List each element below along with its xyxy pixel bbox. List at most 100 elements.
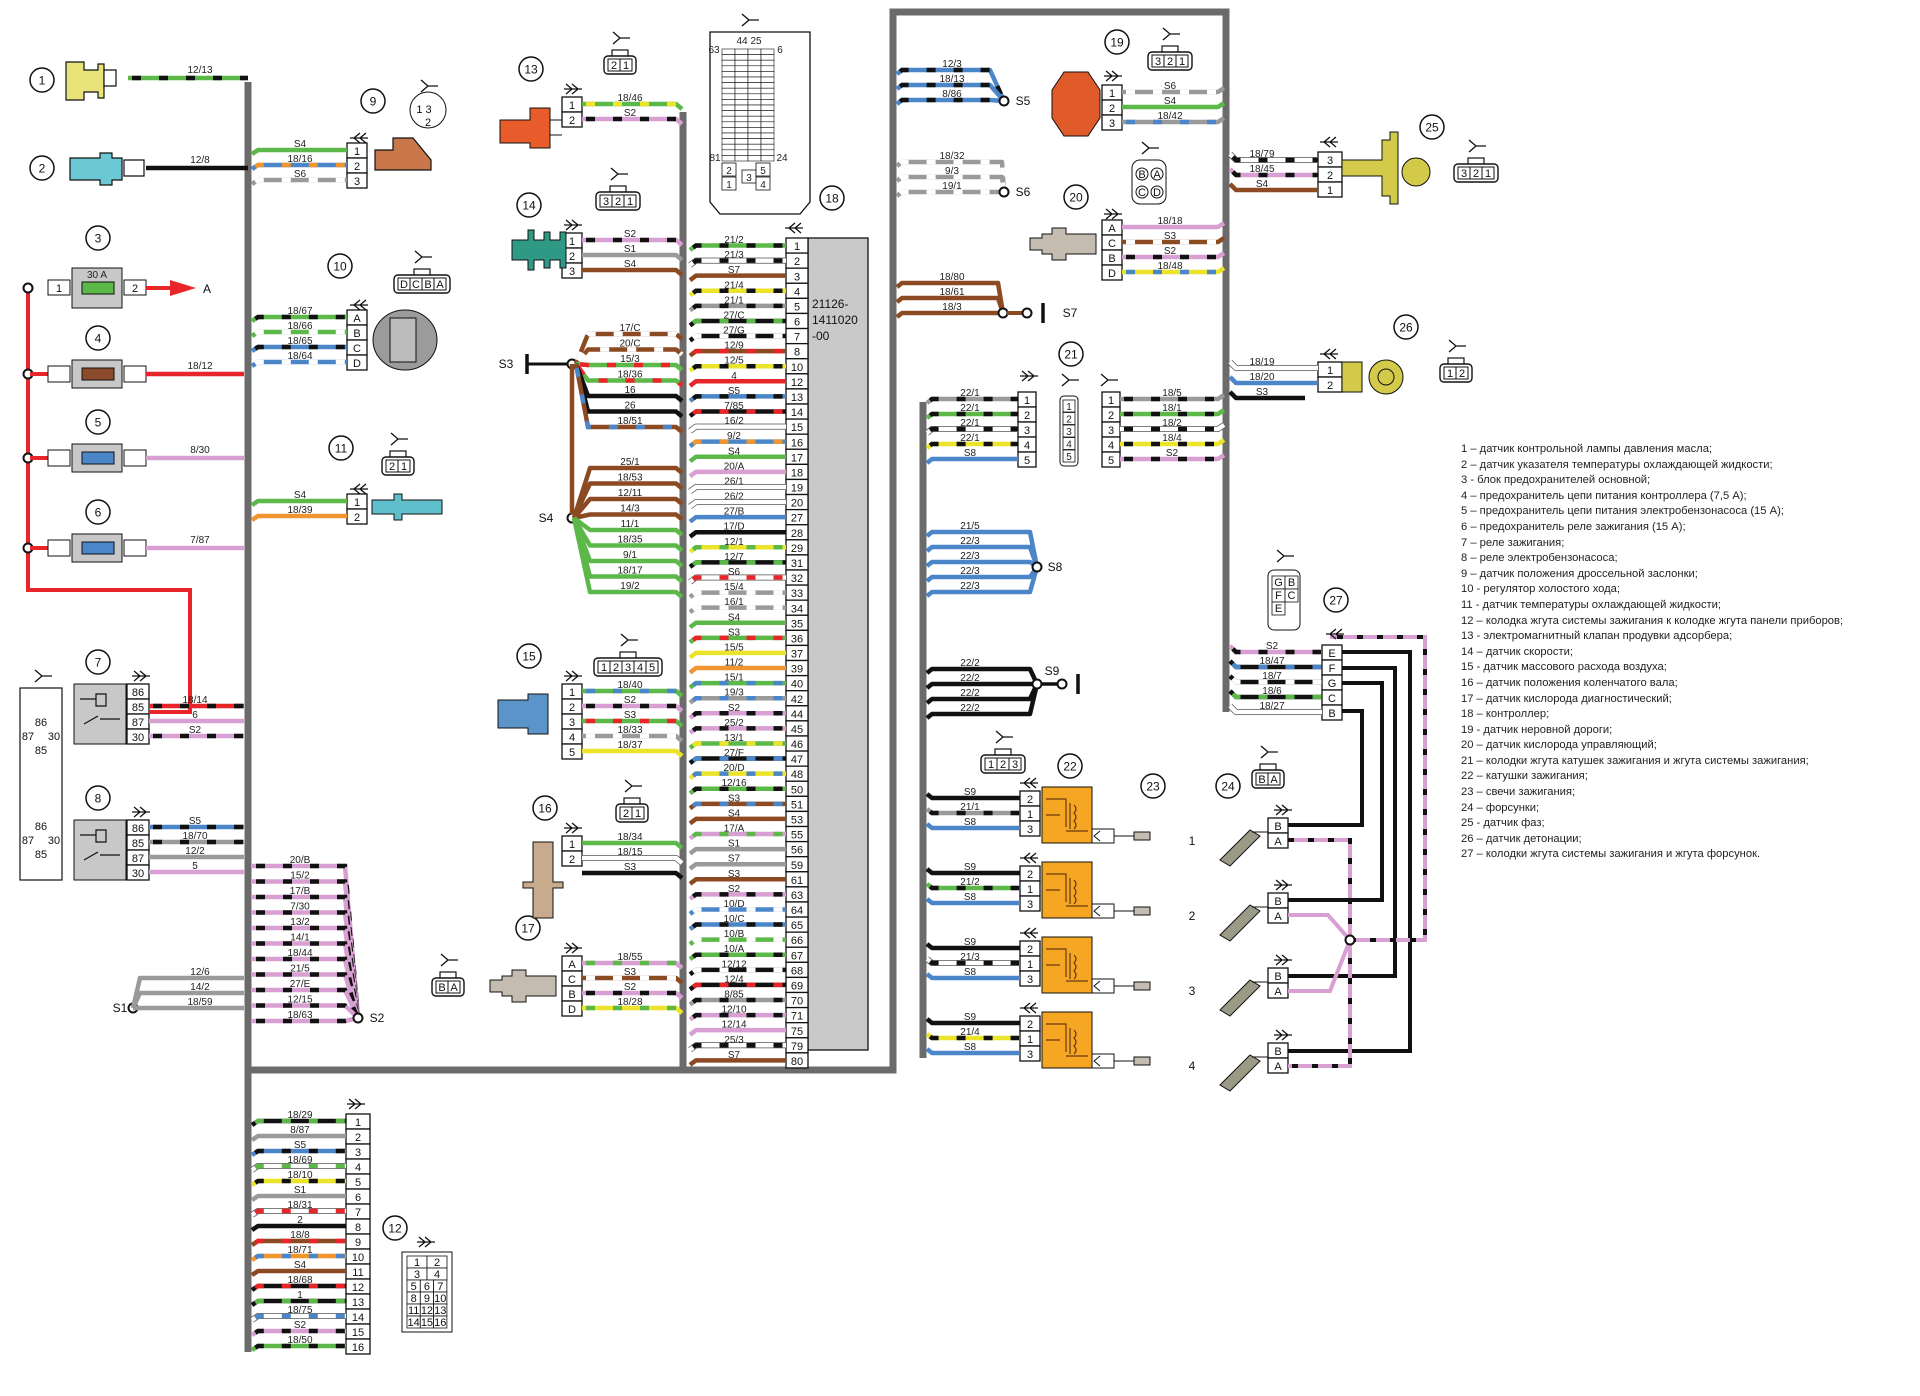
socket-cell-label: A — [1153, 169, 1161, 181]
socket-cell-label: 1 — [414, 1257, 420, 1269]
socket-cell — [734, 155, 749, 162]
knock-sensor-icon — [1368, 359, 1404, 395]
wire-core — [1228, 704, 1322, 714]
wire-label: 18/2 — [1162, 418, 1182, 429]
legend-item: 16 – датчик положения коленчатого вала; — [1461, 676, 1678, 689]
component-25-badge — [1419, 114, 1445, 140]
socket-cell — [747, 132, 762, 139]
component-26-badge-text: 26 — [1399, 321, 1413, 335]
wire-stripe — [688, 892, 786, 901]
wire-label: S9 — [964, 787, 977, 798]
maf-socket-cell-label: 3 — [625, 662, 631, 674]
ecu-pin-12-label: 12 — [791, 377, 803, 389]
connector-pin-label: 2 — [354, 512, 360, 524]
wire-stripe — [252, 879, 361, 1019]
socket-pin-label: 24 — [776, 153, 788, 164]
socket-cell — [721, 71, 736, 78]
connector-pin-label: D — [1108, 268, 1116, 280]
relay-socket-pin: 85 — [35, 849, 47, 861]
coil-wire — [925, 792, 1020, 801]
fuse-socket — [123, 365, 147, 383]
socket-cell-label: 16 — [434, 1317, 446, 1329]
wire-stripe — [688, 922, 786, 931]
connector-12-pin-label: 7 — [355, 1207, 361, 1219]
legend-item: 14 – датчик скорости; — [1461, 645, 1573, 658]
connector-arrow-icon — [1020, 927, 1038, 939]
socket-cell — [734, 93, 749, 100]
splice-s9-label: S9 — [1045, 664, 1060, 678]
wire-label: 18/51 — [617, 416, 642, 427]
component-17-badge-text: 17 — [521, 922, 535, 936]
connector-pin-label: D — [568, 1004, 576, 1016]
connector-arrow-icon — [350, 299, 368, 311]
connector-arrow-icon — [1104, 70, 1122, 82]
ecu-pin-7-label: 7 — [794, 332, 800, 344]
wire-label: 18/15 — [617, 847, 642, 858]
connector-pin-label: 1 — [569, 839, 575, 851]
splice-s5 — [998, 95, 1010, 107]
ecu-pin-46-label: 46 — [791, 739, 803, 751]
ecu-wire-label: 25/2 — [724, 718, 744, 729]
wire-label: S4 — [294, 1260, 307, 1271]
ecu-pin-80-label: 80 — [791, 1056, 803, 1068]
ecu-pin-29-label: 29 — [791, 543, 803, 555]
socket-cell-label: 3 — [1066, 427, 1072, 438]
connector-pin-label: A — [353, 313, 361, 325]
wire-stripe — [252, 925, 361, 1019]
crank-sensor-socket-cell-label: 2 — [623, 808, 629, 820]
socket-cell — [721, 87, 736, 95]
maf-socket-cell-label: 2 — [613, 662, 619, 674]
cylinder-number: 3 — [1189, 984, 1196, 998]
coil-wire — [925, 1047, 1020, 1056]
wire-stripe — [250, 1148, 346, 1157]
wire-label: S8 — [964, 448, 977, 459]
connector-27-pin-label: F — [1329, 663, 1336, 675]
ecu-wire-label: 26/1 — [724, 476, 744, 487]
connector-pin-label: 2 — [569, 702, 575, 714]
output-label-a: A — [203, 282, 211, 296]
connector-pin-label: 2 — [1327, 170, 1333, 182]
socket-cell — [747, 99, 762, 106]
o2-diag-socket-key-icon — [440, 953, 458, 967]
tps-socket — [409, 91, 447, 129]
wire-18/35 — [572, 516, 684, 553]
socket-cell-label: 5 — [1066, 452, 1072, 463]
socket-cell — [721, 59, 736, 67]
wire-stripe — [895, 174, 1007, 193]
coil-pin-label: 1 — [1027, 809, 1033, 821]
wire-label: 18/61 — [939, 287, 964, 298]
fuse-icon — [81, 367, 115, 381]
wire-core — [688, 424, 786, 433]
speed-sensor-socket-cell-label: 2 — [615, 196, 621, 208]
wire-label: S1 — [624, 244, 637, 255]
connector-arrow-icon — [1274, 804, 1292, 816]
wire-22/3 — [925, 566, 1040, 598]
wire-label: 12/6 — [190, 967, 210, 978]
ecu-wire-label: 12/5 — [724, 356, 744, 367]
wire-stripe — [688, 801, 786, 811]
socket-cell — [1062, 399, 1076, 413]
ecu-wire-label: 17/D — [723, 522, 744, 533]
wire-stripe — [688, 997, 786, 1007]
wire-stripe — [250, 162, 347, 171]
connector-21-left-pin-label: 2 — [1024, 410, 1030, 422]
socket-cell-label: 7 — [437, 1281, 443, 1293]
ecu-wire-label: 21/2 — [724, 235, 744, 246]
connector-21-right-pin-label: 5 — [1108, 455, 1114, 467]
legend-item: 4 – предохранитель цепи питания контролл… — [1461, 489, 1747, 502]
wire-label: 18/55 — [617, 952, 642, 963]
ecu-wire-label: 27/G — [723, 326, 745, 337]
wire-label: 18/42 — [1157, 111, 1182, 122]
component-9-badge-text: 9 — [370, 95, 377, 109]
socket-cell — [747, 82, 762, 89]
connector-arrow-icon — [350, 132, 368, 144]
connector-arrow-icon — [347, 1098, 365, 1110]
wire-stripe — [582, 1005, 684, 1015]
ecu-pin-6-label: 6 — [794, 317, 800, 329]
ecu-wire-label: 27/B — [724, 507, 745, 518]
wire-22/2 — [925, 666, 1040, 685]
injector-wire — [1288, 666, 1397, 978]
socket-cell — [734, 149, 749, 156]
connector-arrow-icon — [564, 83, 582, 95]
component-16-badge — [532, 795, 558, 821]
